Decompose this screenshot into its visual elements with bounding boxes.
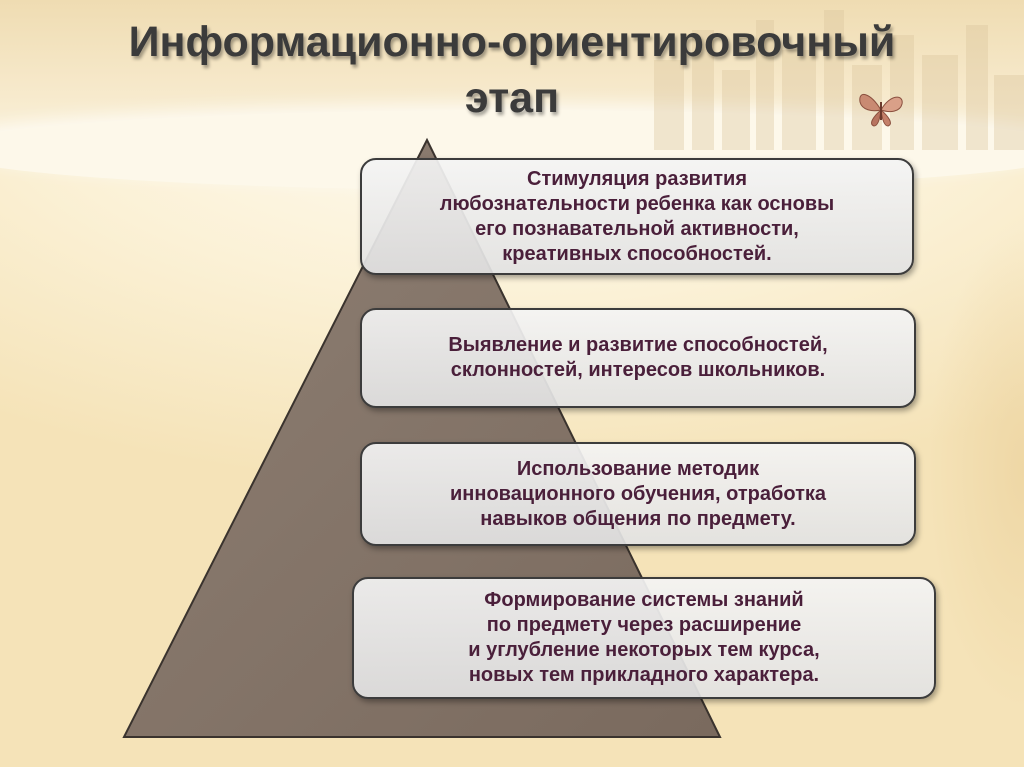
title-line-1: Информационно-ориентировочный <box>128 18 896 66</box>
slide-title: Информационно-ориентировочный этап <box>0 14 1024 126</box>
stage-item-3-text: Использование методик инновационного обу… <box>449 457 827 530</box>
title-line-2: этап <box>464 74 560 122</box>
stage-item-1-text: Стимуляция развития любознательности реб… <box>439 167 835 265</box>
stage-item-4: Формирование системы знаний по предмету … <box>352 577 936 699</box>
stage-item-1: Стимуляция развития любознательности реб… <box>360 158 914 275</box>
stage-item-3: Использование методик инновационного обу… <box>360 442 916 546</box>
stage-item-2-text: Выявление и развитие способностей, склон… <box>448 334 828 381</box>
stage-item-4-text: Формирование системы знаний по предмету … <box>468 589 820 686</box>
stage-item-2: Выявление и развитие способностей, склон… <box>360 308 916 408</box>
butterfly-icon <box>859 94 903 127</box>
